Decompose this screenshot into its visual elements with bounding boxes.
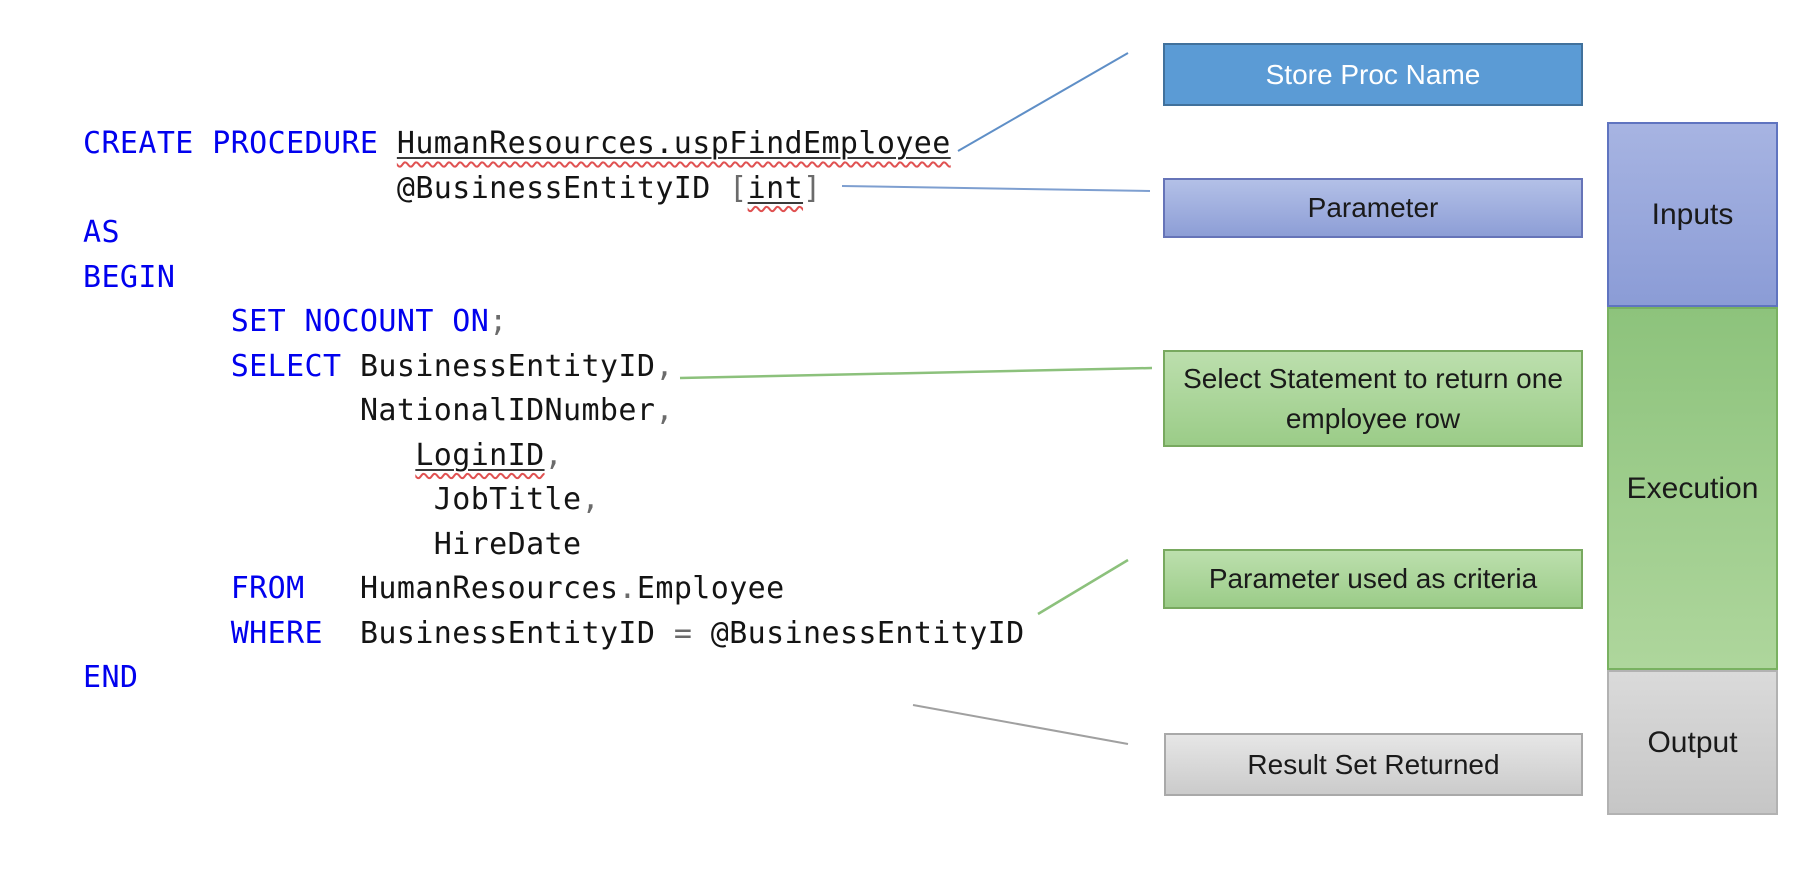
- code-line: FROM HumanResources.Employee: [83, 567, 1025, 612]
- code-segment: LoginID: [415, 437, 545, 473]
- code-segment: FROM: [230, 571, 305, 606]
- code-segment: JobTitle: [433, 482, 582, 517]
- code-line: @BusinessEntityID [int]: [83, 167, 1025, 212]
- callout-parameter-criteria-label: Parameter used as criteria: [1208, 563, 1538, 595]
- code-segment: @BusinessEntityID: [710, 615, 1025, 651]
- callout-parameter-criteria: Parameter used as criteria: [1163, 549, 1583, 609]
- callout-parameter: Parameter: [1163, 178, 1583, 238]
- stage-output: Output: [1607, 670, 1778, 815]
- code-segment: CREATE PROCEDURE: [83, 126, 397, 161]
- code-line: END: [83, 656, 1025, 701]
- code-segment: ,: [655, 393, 674, 428]
- code-line: AS: [83, 211, 1025, 256]
- callout-parameter-label: Parameter: [1307, 192, 1439, 224]
- code-line: HireDate: [83, 523, 1025, 568]
- code-segment: ]: [803, 170, 822, 206]
- code-segment: ,: [581, 482, 600, 517]
- code-line: SELECT BusinessEntityID,: [83, 345, 1025, 390]
- code-segment: AS: [83, 215, 120, 250]
- code-segment: NationalIDNumber: [359, 393, 656, 428]
- connector-result-line: [912, 704, 1129, 745]
- code-segment: .: [618, 571, 637, 606]
- code-segment: HireDate: [433, 526, 582, 562]
- connector-criteria-line: [1037, 558, 1129, 616]
- code-line: WHERE BusinessEntityID = @BusinessEntity…: [83, 612, 1025, 657]
- sql-code-block: CREATE PROCEDURE HumanResources.uspFindE…: [83, 122, 1025, 701]
- code-segment: Employee: [636, 571, 785, 606]
- callout-result-set-label: Result Set Returned: [1247, 748, 1500, 780]
- code-segment: int: [747, 170, 804, 206]
- code-segment: [: [729, 170, 748, 206]
- stage-inputs-label: Inputs: [1651, 197, 1734, 231]
- code-segment: BEGIN: [83, 259, 176, 295]
- stage-output-label: Output: [1647, 725, 1738, 759]
- code-segment: SET NOCOUNT ON: [230, 304, 490, 339]
- stage-inputs: Inputs: [1607, 122, 1778, 307]
- callout-select-statement: Select Statement to return one employee …: [1163, 350, 1583, 447]
- code-line: SET NOCOUNT ON;: [83, 300, 1025, 345]
- code-segment: SELECT: [230, 348, 360, 384]
- code-line: NationalIDNumber,: [83, 389, 1025, 434]
- code-segment: ;: [489, 304, 508, 339]
- connector-select-line: [679, 366, 1153, 380]
- code-line: JobTitle,: [83, 478, 1025, 523]
- stage-execution-label: Execution: [1626, 471, 1759, 505]
- callout-select-statement-label: Select Statement to return one employee …: [1183, 363, 1563, 434]
- stage-execution: Execution: [1607, 307, 1778, 670]
- code-line: CREATE PROCEDURE HumanResources.uspFindE…: [83, 122, 1025, 167]
- code-segment: BusinessEntityID: [359, 615, 674, 651]
- code-segment: @BusinessEntityID: [396, 170, 730, 206]
- code-segment: HumanResources.uspFindEmployee: [396, 126, 951, 161]
- connector-proc-name-line: [957, 52, 1129, 152]
- code-segment: WHERE: [230, 615, 324, 651]
- code-line: BEGIN: [83, 256, 1025, 301]
- callout-store-proc-name: Store Proc Name: [1163, 43, 1583, 106]
- code-segment: END: [83, 660, 139, 695]
- callout-result-set: Result Set Returned: [1164, 733, 1583, 796]
- code-line: LoginID,: [83, 434, 1025, 479]
- code-segment: ,: [544, 437, 564, 473]
- code-segment: HumanResources: [359, 571, 619, 606]
- connector-parameter-line: [841, 185, 1151, 192]
- code-segment: =: [673, 615, 711, 651]
- callout-store-proc-name-label: Store Proc Name: [1265, 58, 1481, 90]
- code-segment: ,: [655, 348, 674, 384]
- code-segment: BusinessEntityID: [359, 348, 656, 384]
